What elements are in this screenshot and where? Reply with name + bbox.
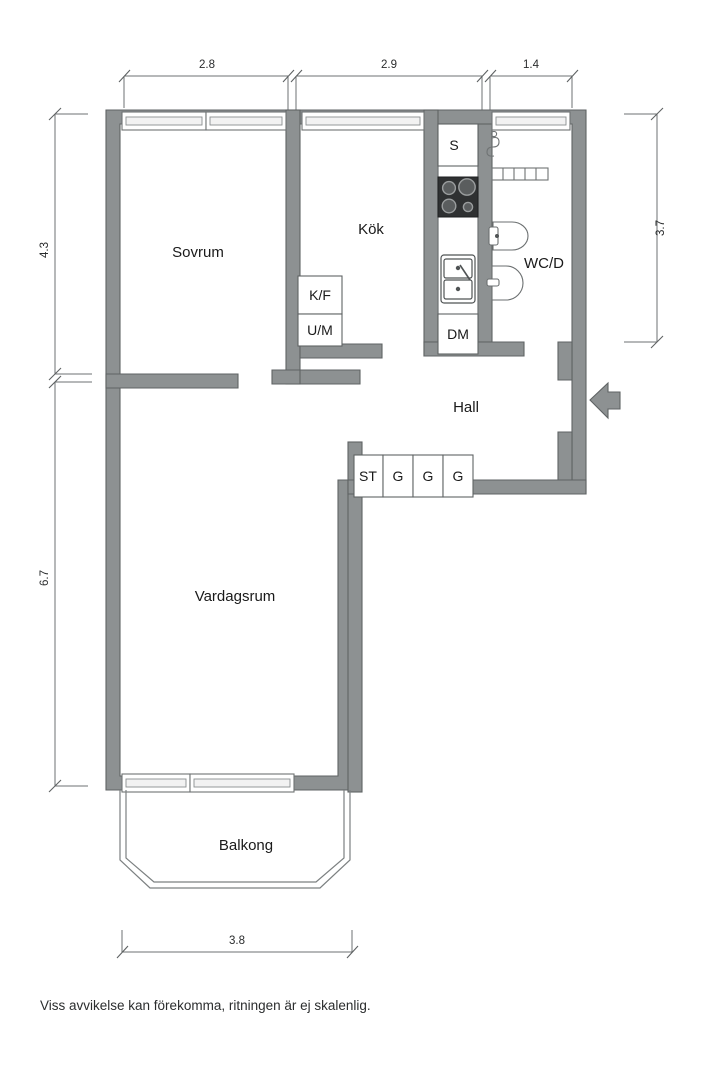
room-label-balkong: Balkong <box>219 837 273 854</box>
room-label-sovrum: Sovrum <box>172 244 224 261</box>
window-vardagsrum-right <box>189 773 295 793</box>
towel-radiator-icon <box>491 167 549 181</box>
dimension-right-3-7: 3.7 <box>655 220 667 236</box>
closet-g2-box <box>412 454 444 498</box>
disclaimer-caption: Viss avvikelse kan förekomma, ritningen … <box>40 998 371 1013</box>
dimension-chain-left: 4.3 6.7 <box>39 107 92 793</box>
cabinet-dm-box <box>437 313 479 355</box>
kitchen-fixtures <box>437 123 479 355</box>
bathroom-fixtures <box>486 130 549 301</box>
closet-label-g1: G <box>393 468 404 484</box>
dimension-top-2-9: 2.9 <box>381 59 397 71</box>
window-sovrum-right <box>205 111 287 131</box>
storage-labels: ST G G G <box>359 468 463 484</box>
closet-label-g3: G <box>453 468 464 484</box>
appliance-label-um: U/M <box>307 322 333 338</box>
balcony-outline <box>119 790 351 889</box>
dimension-left-6-7: 6.7 <box>39 570 51 586</box>
closet-g3-box <box>442 454 474 498</box>
room-label-hall: Hall <box>453 399 479 416</box>
dimension-top-1-4: 1.4 <box>523 59 540 71</box>
window-sovrum-left <box>121 111 207 131</box>
dimension-bottom-3-8: 3.8 <box>229 935 245 947</box>
appliance-label-kf: K/F <box>309 287 331 303</box>
dimension-chain-top: 2.8 2.9 1.4 <box>118 59 579 112</box>
closet-label-g2: G <box>423 468 434 484</box>
closet-label-st: ST <box>359 468 377 484</box>
room-label-kok: Kök <box>358 221 384 238</box>
windows <box>121 111 571 793</box>
room-label-vardagsrum: Vardagsrum <box>195 588 276 605</box>
window-kok <box>301 111 425 131</box>
room-label-wc-d: WC/D <box>524 255 564 272</box>
kitchen-cabinet-boxes <box>297 275 343 347</box>
toilet-icon <box>488 221 529 251</box>
window-wc <box>491 111 571 131</box>
dimension-top-2-8: 2.8 <box>199 59 215 71</box>
closet-g1-box <box>382 454 414 498</box>
storage-closets <box>353 454 474 498</box>
room-labels: Sovrum Kök WC/D Hall Vardagsrum Balkong <box>172 221 564 854</box>
cooktop-icon <box>437 176 479 218</box>
closet-st-box <box>353 454 384 498</box>
walls <box>105 109 587 793</box>
appliance-labels: S K/F U/M DM <box>307 137 469 342</box>
window-vardagsrum-left <box>121 773 191 793</box>
dimension-chain-bottom: 3.8 <box>116 930 359 959</box>
dimension-left-4-3: 4.3 <box>39 242 51 258</box>
cabinet-s-box <box>437 123 479 167</box>
appliance-label-dm: DM <box>447 326 469 342</box>
shower-mixer-icon <box>486 130 500 157</box>
washbasin-icon <box>486 265 524 301</box>
kitchen-sink-icon <box>440 254 476 304</box>
cabinet-um-box <box>297 313 343 347</box>
dimension-chain-right: 3.7 <box>624 107 667 349</box>
appliance-label-s: S <box>449 137 458 153</box>
entrance-door-arrow <box>589 381 621 420</box>
